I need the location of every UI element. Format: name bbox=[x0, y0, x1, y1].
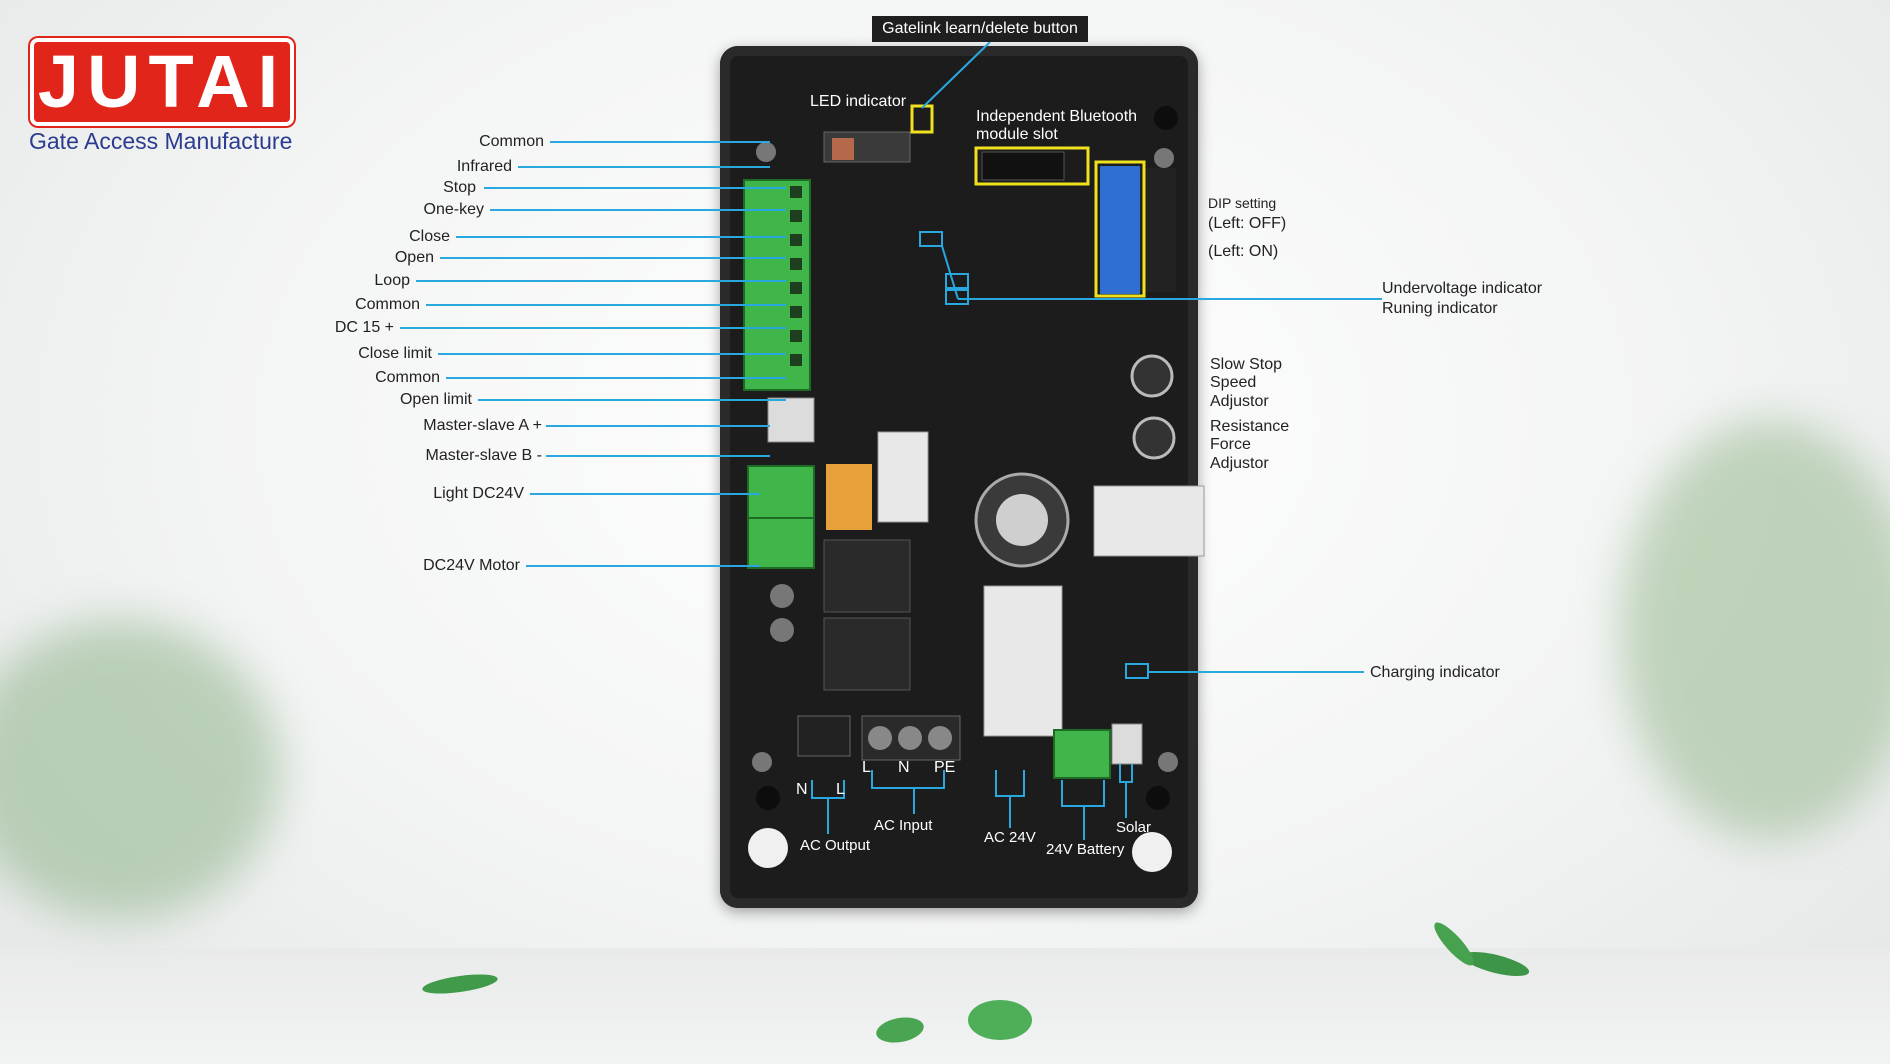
bluetooth-slot bbox=[981, 151, 1065, 181]
terminal-mark-l-output: L bbox=[836, 781, 845, 798]
gatelink-button-label: Gatelink learn/delete button bbox=[872, 16, 1088, 42]
left-label-master-slave-b: Master-slave B - bbox=[425, 447, 542, 464]
terminal-mark-pe: PE bbox=[934, 759, 956, 776]
ac-output-label: AC Output bbox=[800, 837, 871, 854]
terminal-mark-n-output: N bbox=[796, 781, 808, 798]
left-label-infrared: Infrared bbox=[456, 158, 512, 175]
master-slave-connector bbox=[767, 397, 815, 443]
led-indicator-label: LED indicator bbox=[810, 93, 907, 110]
resistance-potentiometer bbox=[1132, 416, 1176, 460]
leaf-icon bbox=[968, 1000, 1032, 1040]
left-label-one-key: One-key bbox=[423, 201, 484, 218]
terminal-mark-l-input: L bbox=[862, 759, 871, 776]
running-indicator-label: Runing indicator bbox=[1382, 300, 1498, 317]
left-label-light-dc24v: Light DC24V bbox=[433, 485, 524, 502]
heatsink-3 bbox=[877, 431, 929, 523]
leader-lines bbox=[400, 41, 1382, 840]
brand-tagline: Gate Access Manufacture bbox=[29, 128, 293, 154]
blurred-leaf-right bbox=[1620, 420, 1890, 840]
left-label-open-limit: Open limit bbox=[399, 391, 472, 408]
left-label-dc24v-motor: DC24V Motor bbox=[423, 557, 520, 574]
left-label-stop: Stop bbox=[443, 179, 476, 196]
resistance-force-label: Resistance Force Adjustor bbox=[1210, 418, 1290, 472]
floor-surface bbox=[0, 948, 1890, 1064]
left-label-close: Close bbox=[409, 228, 450, 245]
terminal-mark-n-input: N bbox=[898, 759, 910, 776]
battery-terminal bbox=[1053, 729, 1111, 779]
dip-off-label: (Left: OFF) bbox=[1208, 215, 1287, 232]
foreground-leaves bbox=[422, 922, 1530, 1043]
orange-capacitor bbox=[826, 464, 872, 530]
heatsink-2 bbox=[1093, 485, 1205, 557]
relay-2 bbox=[823, 617, 911, 691]
left-label-loop: Loop bbox=[374, 272, 410, 289]
left-label-master-slave-a: Master-slave A + bbox=[423, 417, 542, 434]
bluetooth-slot-label: Independent Bluetooth module slot bbox=[976, 108, 1138, 144]
motor-terminal bbox=[747, 517, 815, 569]
left-label-dc15: DC 15 + bbox=[334, 319, 394, 336]
relay-1 bbox=[823, 539, 911, 613]
left-label-open: Open bbox=[394, 249, 434, 266]
left-label-close-limit: Close limit bbox=[358, 345, 432, 362]
brand-logo: JUTAI bbox=[30, 38, 294, 126]
solar-label: Solar bbox=[1116, 819, 1152, 836]
highlight-boxes bbox=[910, 104, 1146, 298]
logo-text: JUTAI bbox=[37, 40, 287, 123]
battery-24v-label: 24V Battery bbox=[1046, 841, 1125, 858]
blurred-leaf-left bbox=[0, 620, 280, 920]
leaf-icon bbox=[876, 1017, 924, 1043]
slow-stop-potentiometer bbox=[1130, 354, 1174, 398]
ac-input-label: AC Input bbox=[874, 817, 933, 834]
dip-setting-label: DIP setting bbox=[1208, 195, 1277, 211]
slow-stop-label: Slow Stop Speed Adjustor bbox=[1210, 356, 1283, 410]
terminal-screws bbox=[790, 186, 802, 366]
board-details bbox=[743, 106, 1205, 872]
solar-terminal bbox=[1111, 723, 1143, 765]
left-label-common-1: Common bbox=[479, 133, 544, 150]
ac-output-terminal bbox=[797, 715, 851, 757]
undervoltage-indicator-label: Undervoltage indicator bbox=[1382, 280, 1543, 297]
leaf-icon bbox=[422, 974, 498, 994]
dip-highlight-box bbox=[1094, 160, 1146, 298]
leaf-icon bbox=[1462, 952, 1530, 976]
leaf-icon bbox=[1434, 922, 1474, 966]
dip-switch-block bbox=[1100, 166, 1140, 294]
dip-on-label: (Left: ON) bbox=[1208, 243, 1279, 260]
left-label-common-2: Common bbox=[355, 296, 420, 313]
heatsink-1 bbox=[983, 585, 1063, 737]
bluetooth-highlight-box bbox=[974, 146, 1090, 186]
ac-24v-label: AC 24V bbox=[984, 829, 1036, 846]
left-label-common-3: Common bbox=[375, 369, 440, 386]
charging-indicator-label: Charging indicator bbox=[1370, 664, 1500, 681]
led-highlight-box bbox=[910, 104, 934, 134]
light-terminal bbox=[747, 465, 815, 519]
